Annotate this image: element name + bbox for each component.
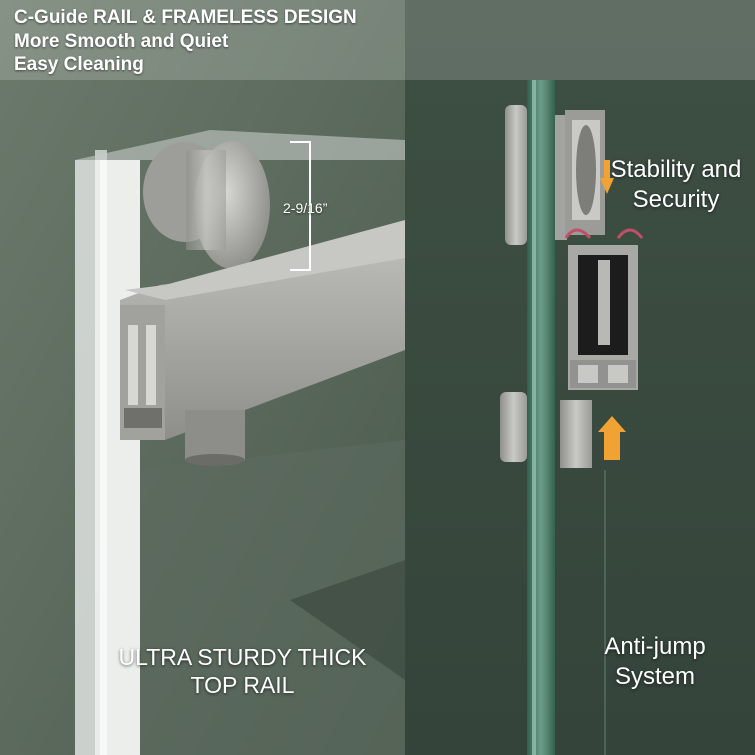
antijump-callout-line2: System (614, 663, 695, 690)
header-title: C-Guide RAIL & FRAMELESS DESIGN (14, 7, 357, 28)
stability-callout: Stability and Security (596, 155, 755, 215)
rail-callout-line1: ULTRA STURDY THICK (118, 644, 367, 670)
antijump-callout-line1: Anti-jump (604, 633, 706, 660)
stability-callout-line2: Security (632, 186, 720, 213)
rail-callout: ULTRA STURDY THICK TOP RAIL (95, 643, 390, 699)
header-subtitle-smooth: More Smooth and Quiet (14, 31, 229, 52)
dimension-label: 2-9/16” (283, 200, 328, 216)
stability-callout-line1: Stability and (610, 156, 742, 183)
header-banner: C-Guide RAIL & FRAMELESS DESIGN More Smo… (0, 0, 755, 80)
rail-callout-line2: TOP RAIL (190, 672, 295, 698)
header-subtitle-cleaning: Easy Cleaning (14, 54, 144, 75)
antijump-callout: Anti-jump System (575, 632, 735, 692)
